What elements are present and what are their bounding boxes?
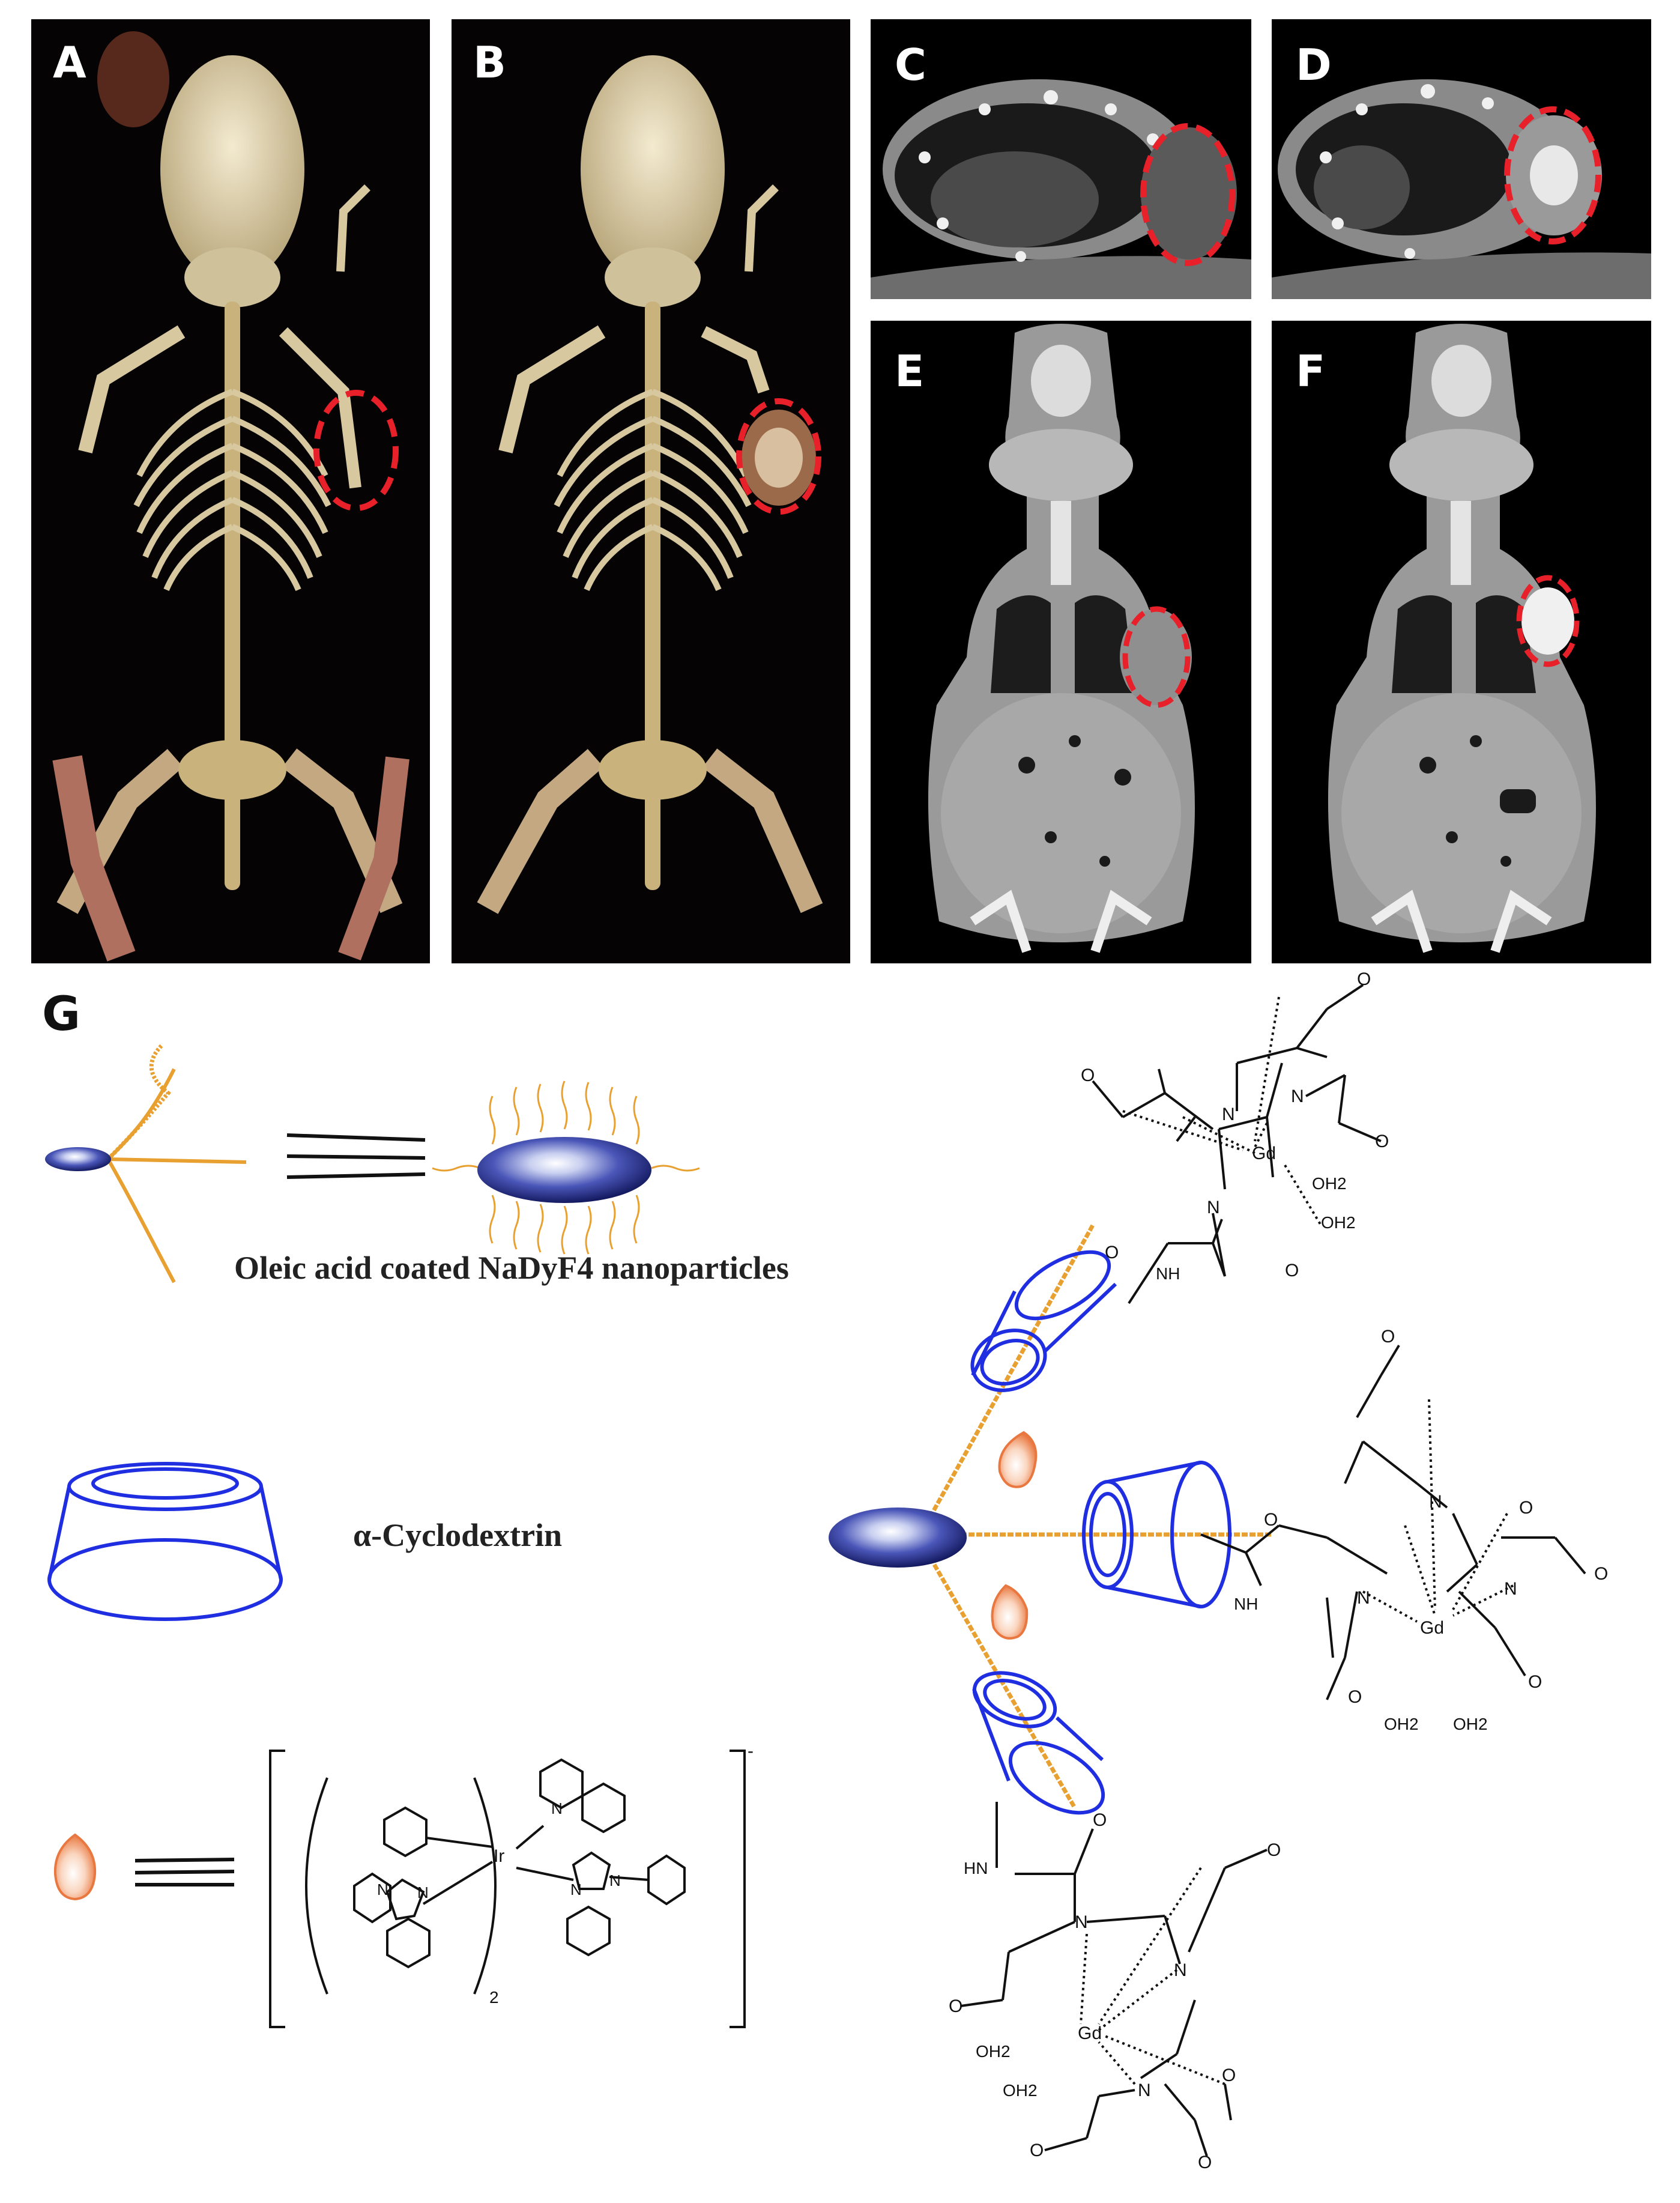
skeleton-3d-image-a xyxy=(31,19,430,963)
svg-text:OH2: OH2 xyxy=(1003,2081,1038,2100)
panel-e-coronal-ct-control: E xyxy=(871,321,1251,963)
cyclodextrin-cone-lower xyxy=(972,1671,1105,1815)
tumor-marker-circle-c xyxy=(1140,123,1235,266)
panel-label-d: D xyxy=(1296,40,1332,90)
tumor-marker-circle-d xyxy=(1504,106,1601,244)
tumor-marker-circle-a xyxy=(313,390,399,511)
panel-c-axial-ct-control: C xyxy=(871,19,1251,299)
svg-text:N: N xyxy=(377,1880,388,1898)
svg-text:N: N xyxy=(551,1799,563,1817)
svg-text:OH2: OH2 xyxy=(1321,1213,1356,1232)
svg-text:OH2: OH2 xyxy=(1312,1174,1347,1193)
equivalence-sign-1 xyxy=(286,1133,426,1179)
svg-text:N: N xyxy=(1174,1960,1187,1980)
svg-text:O: O xyxy=(1594,1564,1608,1584)
svg-text:HN: HN xyxy=(964,1859,988,1877)
coated-nanoparticle-icon xyxy=(432,1080,700,1255)
svg-text:O: O xyxy=(1357,969,1371,989)
svg-text:OH2: OH2 xyxy=(1384,1715,1419,1733)
panel-label-b: B xyxy=(473,37,506,88)
svg-text:NH: NH xyxy=(1234,1595,1258,1613)
svg-text:N: N xyxy=(1504,1579,1517,1599)
panel-label-a: A xyxy=(53,37,86,88)
ir-atom-label: Ir xyxy=(494,1846,504,1866)
gd-complex-middle xyxy=(1200,1344,1586,1700)
gd-complex-bottom xyxy=(960,1802,1268,2157)
svg-text:N: N xyxy=(1138,2080,1151,2100)
svg-text:OH2: OH2 xyxy=(1453,1715,1488,1733)
svg-text:O: O xyxy=(1198,2153,1212,2172)
svg-text:O: O xyxy=(1285,1261,1299,1280)
iridium-complex-structure xyxy=(269,1750,746,2028)
svg-text:Gd: Gd xyxy=(1252,1144,1276,1163)
svg-text:O: O xyxy=(1348,1687,1362,1707)
svg-text:O: O xyxy=(1528,1672,1542,1692)
tumor-marker-circle-b xyxy=(736,398,821,515)
panel-label-f: F xyxy=(1296,346,1326,396)
svg-text:O: O xyxy=(949,1996,962,2016)
coronal-ct-image-f xyxy=(1272,321,1651,963)
svg-text:N: N xyxy=(609,1871,621,1889)
svg-text:NH: NH xyxy=(1156,1264,1180,1283)
panel-label-e: E xyxy=(895,346,925,396)
svg-text:-: - xyxy=(748,1741,754,1761)
svg-text:O: O xyxy=(1519,1498,1533,1518)
svg-text:O: O xyxy=(1381,1327,1395,1347)
svg-text:O: O xyxy=(1081,1065,1095,1085)
svg-text:N: N xyxy=(1357,1588,1370,1608)
svg-text:2: 2 xyxy=(489,1988,499,2007)
dye-drop-lower xyxy=(991,1584,1029,1640)
axial-ct-image-d xyxy=(1272,19,1651,299)
svg-text:N: N xyxy=(1429,1492,1442,1512)
svg-text:O: O xyxy=(1093,1810,1107,1830)
dye-drop-upper xyxy=(998,1431,1038,1488)
panel-a-ct-3d-control: A xyxy=(31,19,430,963)
svg-text:Gd: Gd xyxy=(1078,2023,1102,2043)
panel-f-coronal-ct-enhanced: F xyxy=(1272,321,1651,963)
small-nanoparticle-icon xyxy=(45,1043,247,1283)
svg-text:O: O xyxy=(1375,1132,1389,1151)
central-nanoparticle-assembly xyxy=(829,1224,1273,1815)
cyclodextrin-legend-icon xyxy=(47,1462,283,1621)
svg-text:N: N xyxy=(417,1883,429,1901)
svg-text:O: O xyxy=(1264,1510,1278,1530)
iridium-dye-legend-icon xyxy=(53,1833,97,1901)
cyclodextrin-caption: α-Cyclodextrin xyxy=(353,1517,563,1553)
coronal-ct-image-e xyxy=(871,321,1251,963)
cyclodextrin-cone-middle xyxy=(1082,1461,1231,1608)
svg-text:N: N xyxy=(1222,1105,1235,1124)
panel-d-axial-ct-enhanced: D xyxy=(1272,19,1651,299)
svg-text:N: N xyxy=(570,1880,582,1898)
svg-text:N: N xyxy=(1075,1912,1088,1932)
svg-text:O: O xyxy=(1267,1840,1281,1860)
cyclodextrin-cone-upper xyxy=(970,1250,1117,1392)
equivalence-sign-2 xyxy=(134,1858,235,1886)
axial-ct-image-c xyxy=(871,19,1251,299)
svg-text:O: O xyxy=(1222,2065,1236,2085)
svg-text:Gd: Gd xyxy=(1420,1618,1444,1638)
tumor-marker-circle-f xyxy=(1516,575,1580,667)
svg-text:N: N xyxy=(1207,1198,1220,1217)
skeleton-3d-image-b xyxy=(452,19,850,963)
svg-text:O: O xyxy=(1105,1243,1119,1262)
panel-label-c: C xyxy=(895,40,926,90)
gd-complex-top xyxy=(1092,984,1382,1305)
panel-b-ct-3d-tumor: B xyxy=(452,19,850,963)
svg-text:OH2: OH2 xyxy=(976,2042,1011,2061)
panel-label-g: G xyxy=(42,987,81,1041)
nanoparticle-caption: Oleic acid coated NaDyF4 nanoparticles xyxy=(234,1250,789,1286)
svg-text:N: N xyxy=(1291,1086,1304,1106)
tumor-marker-circle-e xyxy=(1122,606,1191,708)
svg-text:O: O xyxy=(1030,2141,1044,2160)
